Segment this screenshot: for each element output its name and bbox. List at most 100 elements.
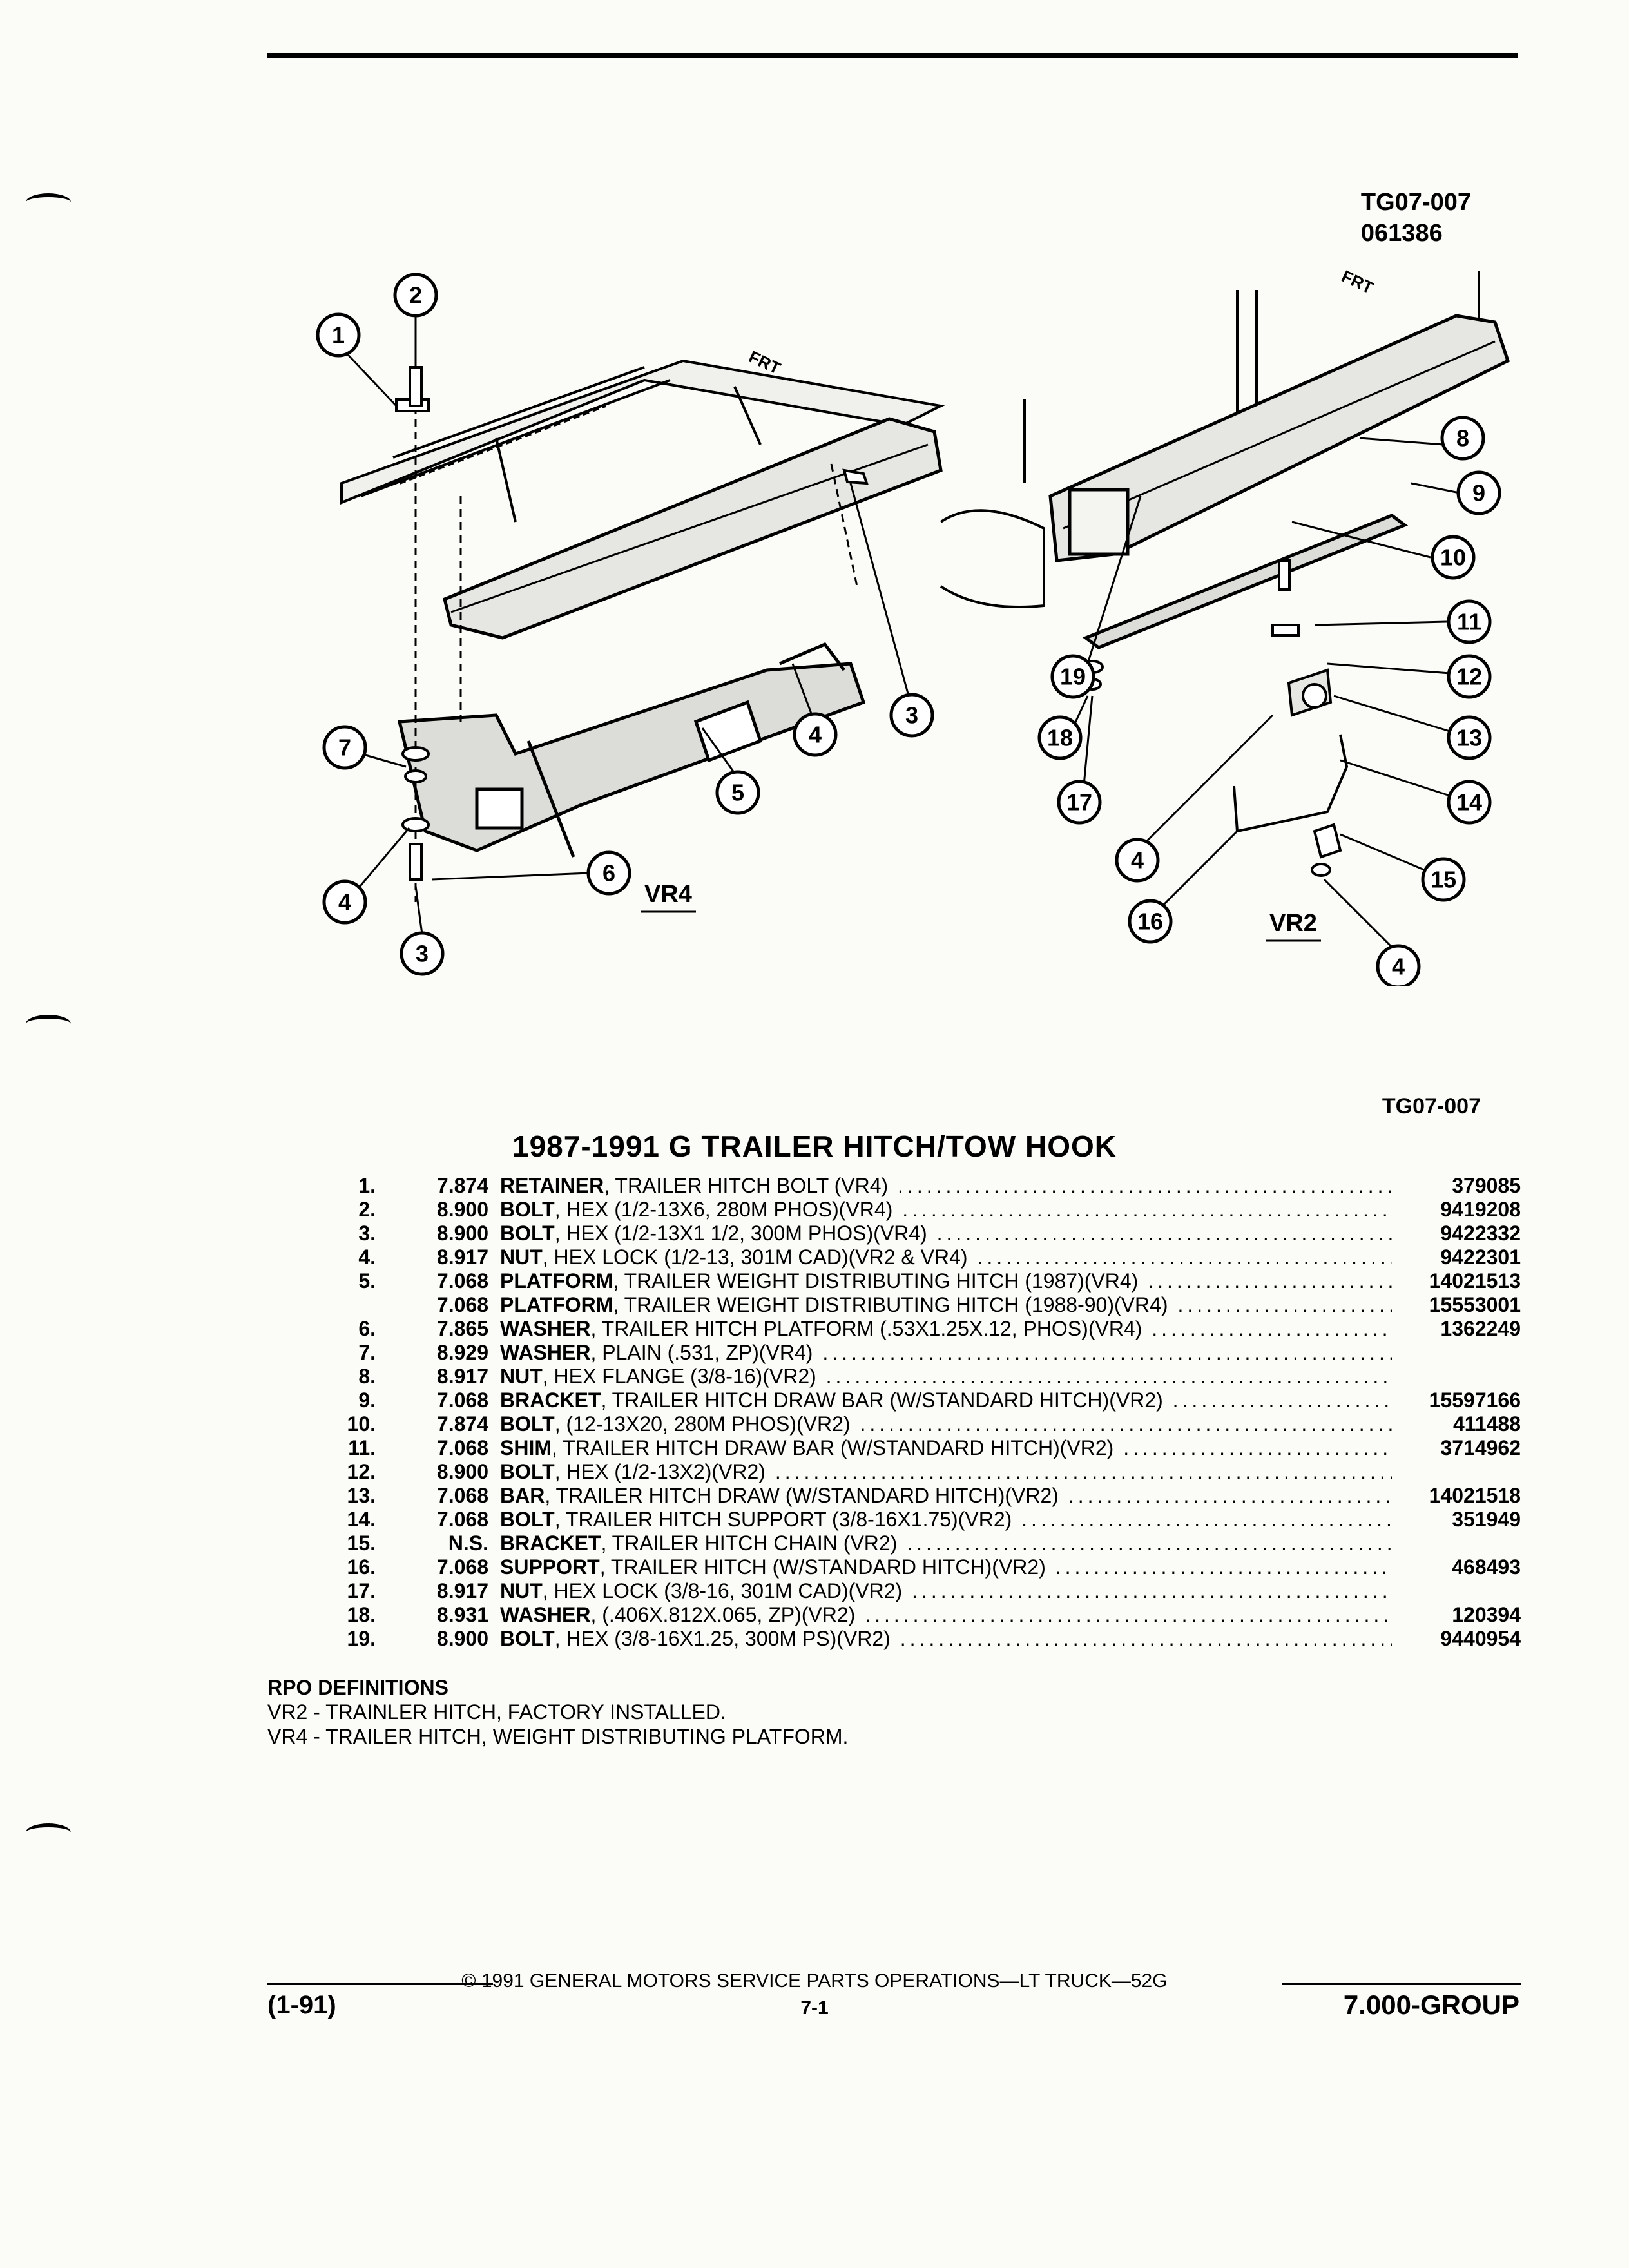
callout-3b: 3 [400, 931, 445, 976]
leader-dots: ........................................… [1055, 1555, 1392, 1579]
item-number: 9. [358, 1389, 376, 1412]
leader-dots: ........................................… [907, 1532, 1392, 1555]
part-detail: , TRAILER HITCH SUPPORT (3/8-16X1.75)(VR… [554, 1508, 1012, 1531]
callout-8: 8 [1440, 416, 1485, 461]
revision-date: (1-91) [267, 1991, 336, 2019]
group-code: 8.917 [436, 1579, 488, 1602]
part-detail: , TRAILER HITCH BOLT (VR4) [604, 1174, 889, 1197]
part-name: SHIM [500, 1436, 552, 1459]
vr4-label: VR4 [644, 881, 692, 908]
callout-14: 14 [1447, 780, 1492, 825]
part-number: 9419208 [1440, 1198, 1521, 1221]
group-code: 7.874 [436, 1412, 488, 1436]
part-description: BRACKET, TRAILER HITCH DRAW BAR (W/STAND… [500, 1389, 1392, 1412]
group-code: 8.900 [436, 1627, 488, 1650]
callout-16: 16 [1128, 899, 1173, 944]
part-detail: , HEX (1/2-13X2)(VR2) [554, 1460, 766, 1483]
leader-dots: ........................................… [902, 1198, 1392, 1221]
part-number: 1362249 [1440, 1317, 1521, 1340]
svg-text:2: 2 [409, 282, 422, 309]
vr2-leader-lines [1068, 437, 1460, 948]
item-number: 19. [347, 1627, 376, 1650]
part-detail: , TRAILER HITCH DRAW BAR (W/STANDARD HIT… [601, 1389, 1163, 1412]
part-name: WASHER [500, 1603, 591, 1626]
callout-9: 9 [1456, 470, 1501, 515]
rpo-definitions: RPO DEFINITIONS VR2 - TRAINLER HITCH, FA… [267, 1675, 848, 1749]
group-code: 7.865 [436, 1317, 488, 1340]
part-name: NUT [500, 1365, 543, 1388]
vr4-hitch-platform [397, 642, 866, 858]
part-number: 14021513 [1429, 1269, 1521, 1293]
part-name: BAR [500, 1484, 545, 1507]
part-detail: , HEX FLANGE (3/8-16)(VR2) [542, 1365, 816, 1388]
vr2-callouts: 8 9 10 11 12 13 14 15 4 16 4 19 18 17 [1037, 416, 1501, 986]
leader-dots: ........................................… [1152, 1317, 1392, 1340]
part-description: NUT, HEX LOCK (3/8-16, 301M CAD)(VR2) ..… [500, 1579, 1392, 1603]
callout-10: 10 [1431, 535, 1476, 580]
group-code: 8.917 [436, 1245, 488, 1269]
item-number: 2. [358, 1198, 376, 1221]
svg-text:4: 4 [1392, 954, 1405, 980]
page-number: 7-1 [800, 1997, 829, 2019]
group-code: 8.929 [436, 1341, 488, 1364]
parts-list: 1. 7.874 RETAINER, TRAILER HITCH BOLT (VR4… [332, 1174, 1521, 1651]
exploded-parts-diagram: 1 2 3 4 5 7 4 6 3 VR4 FRT [316, 266, 1510, 986]
binder-hole-mark [26, 193, 71, 211]
part-detail: , HEX LOCK (3/8-16, 301M CAD)(VR2) [542, 1579, 903, 1602]
callout-5: 5 [715, 770, 760, 815]
part-detail: , HEX LOCK (1/2-13, 301M CAD)(VR2 & VR4) [542, 1245, 968, 1269]
part-name: RETAINER [500, 1174, 604, 1197]
part-name: BRACKET [500, 1532, 601, 1555]
leader-dots: ........................................… [1148, 1269, 1392, 1293]
item-number: 17. [347, 1579, 376, 1602]
item-number: 12. [347, 1460, 376, 1483]
svg-text:4: 4 [1131, 847, 1144, 874]
callout-15: 15 [1421, 857, 1466, 902]
part-description: WASHER, TRAILER HITCH PLATFORM (.53X1.25… [500, 1317, 1392, 1341]
part-number: 411488 [1452, 1412, 1521, 1436]
part-name: PLATFORM [500, 1293, 613, 1316]
leader-dots: ........................................… [1021, 1508, 1392, 1531]
leader-dots: ........................................… [775, 1460, 1392, 1483]
rpo-heading: RPO DEFINITIONS [267, 1676, 448, 1699]
part-name: BOLT [500, 1198, 555, 1221]
svg-text:9: 9 [1472, 480, 1485, 506]
svg-text:8: 8 [1456, 425, 1469, 452]
part-description: RETAINER, TRAILER HITCH BOLT (VR4) .....… [500, 1174, 1392, 1198]
part-name: WASHER [500, 1341, 591, 1364]
leader-dots: ........................................… [898, 1174, 1392, 1197]
diagram-id-block: TG07-007 061386 [1361, 187, 1471, 249]
callout-4c: 4 [1376, 944, 1421, 986]
part-description: NUT, HEX LOCK (1/2-13, 301M CAD)(VR2 & V… [500, 1245, 1392, 1269]
leader-dots: ........................................… [936, 1222, 1392, 1245]
part-name: NUT [500, 1245, 543, 1269]
svg-text:7: 7 [338, 735, 351, 761]
callout-18: 18 [1037, 715, 1083, 760]
svg-text:5: 5 [731, 780, 744, 806]
callout-1: 1 [316, 312, 361, 358]
footer-rule-left [267, 1983, 493, 1985]
callout-12: 12 [1447, 654, 1492, 699]
part-number: 120394 [1452, 1603, 1521, 1626]
callout-4: 4 [793, 712, 838, 757]
vr4-rear-bumper [443, 417, 943, 640]
callout-4b: 4 [322, 879, 367, 925]
item-number: 1. [358, 1174, 376, 1197]
svg-text:18: 18 [1047, 725, 1073, 751]
group-code: 8.900 [436, 1222, 488, 1245]
diagram-date: 061386 [1360, 220, 1443, 247]
part-name: BRACKET [500, 1389, 601, 1412]
callout-13: 13 [1447, 715, 1492, 760]
part-number: 468493 [1452, 1555, 1521, 1579]
item-number: 3. [358, 1222, 376, 1245]
part-name: BOLT [500, 1460, 555, 1483]
item-number: 6. [358, 1317, 376, 1340]
item-number: 8. [358, 1365, 376, 1388]
